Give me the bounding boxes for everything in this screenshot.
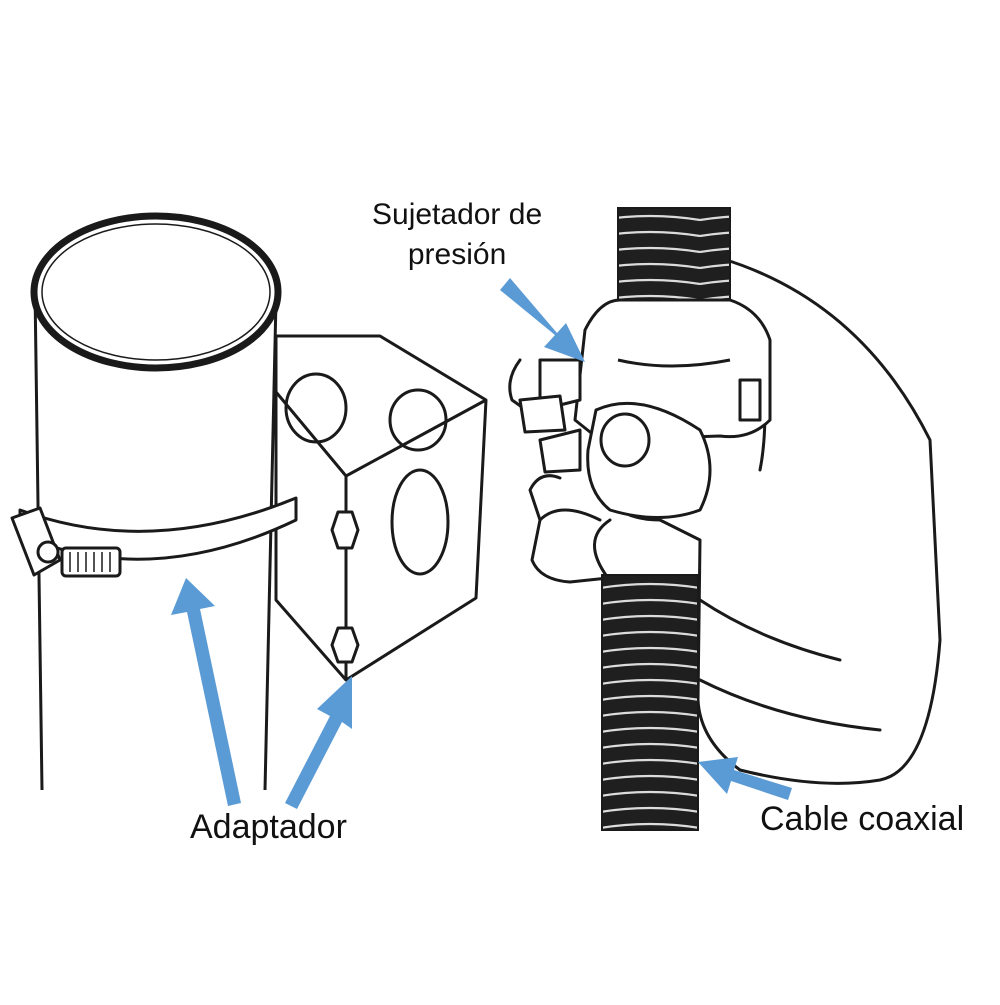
arrow-to-snap-clip (500, 278, 585, 362)
arrow-to-coax-cable (698, 757, 792, 800)
box-adapter (274, 334, 488, 682)
label-coax-cable: Cable coaxial (760, 800, 965, 838)
arrow-to-box-adapter (285, 676, 352, 809)
hose-clamp (10, 496, 298, 578)
label-snap-clip: Sujetador de presión (372, 195, 542, 275)
label-snap-clip-line1: Sujetador de (372, 198, 543, 231)
label-adapter: Adaptador (190, 808, 347, 846)
label-snap-clip-line2: presión (407, 238, 507, 271)
arrow-to-clamp (171, 578, 241, 806)
mast-pipe (30, 212, 282, 791)
thumb-drawing (586, 401, 712, 519)
